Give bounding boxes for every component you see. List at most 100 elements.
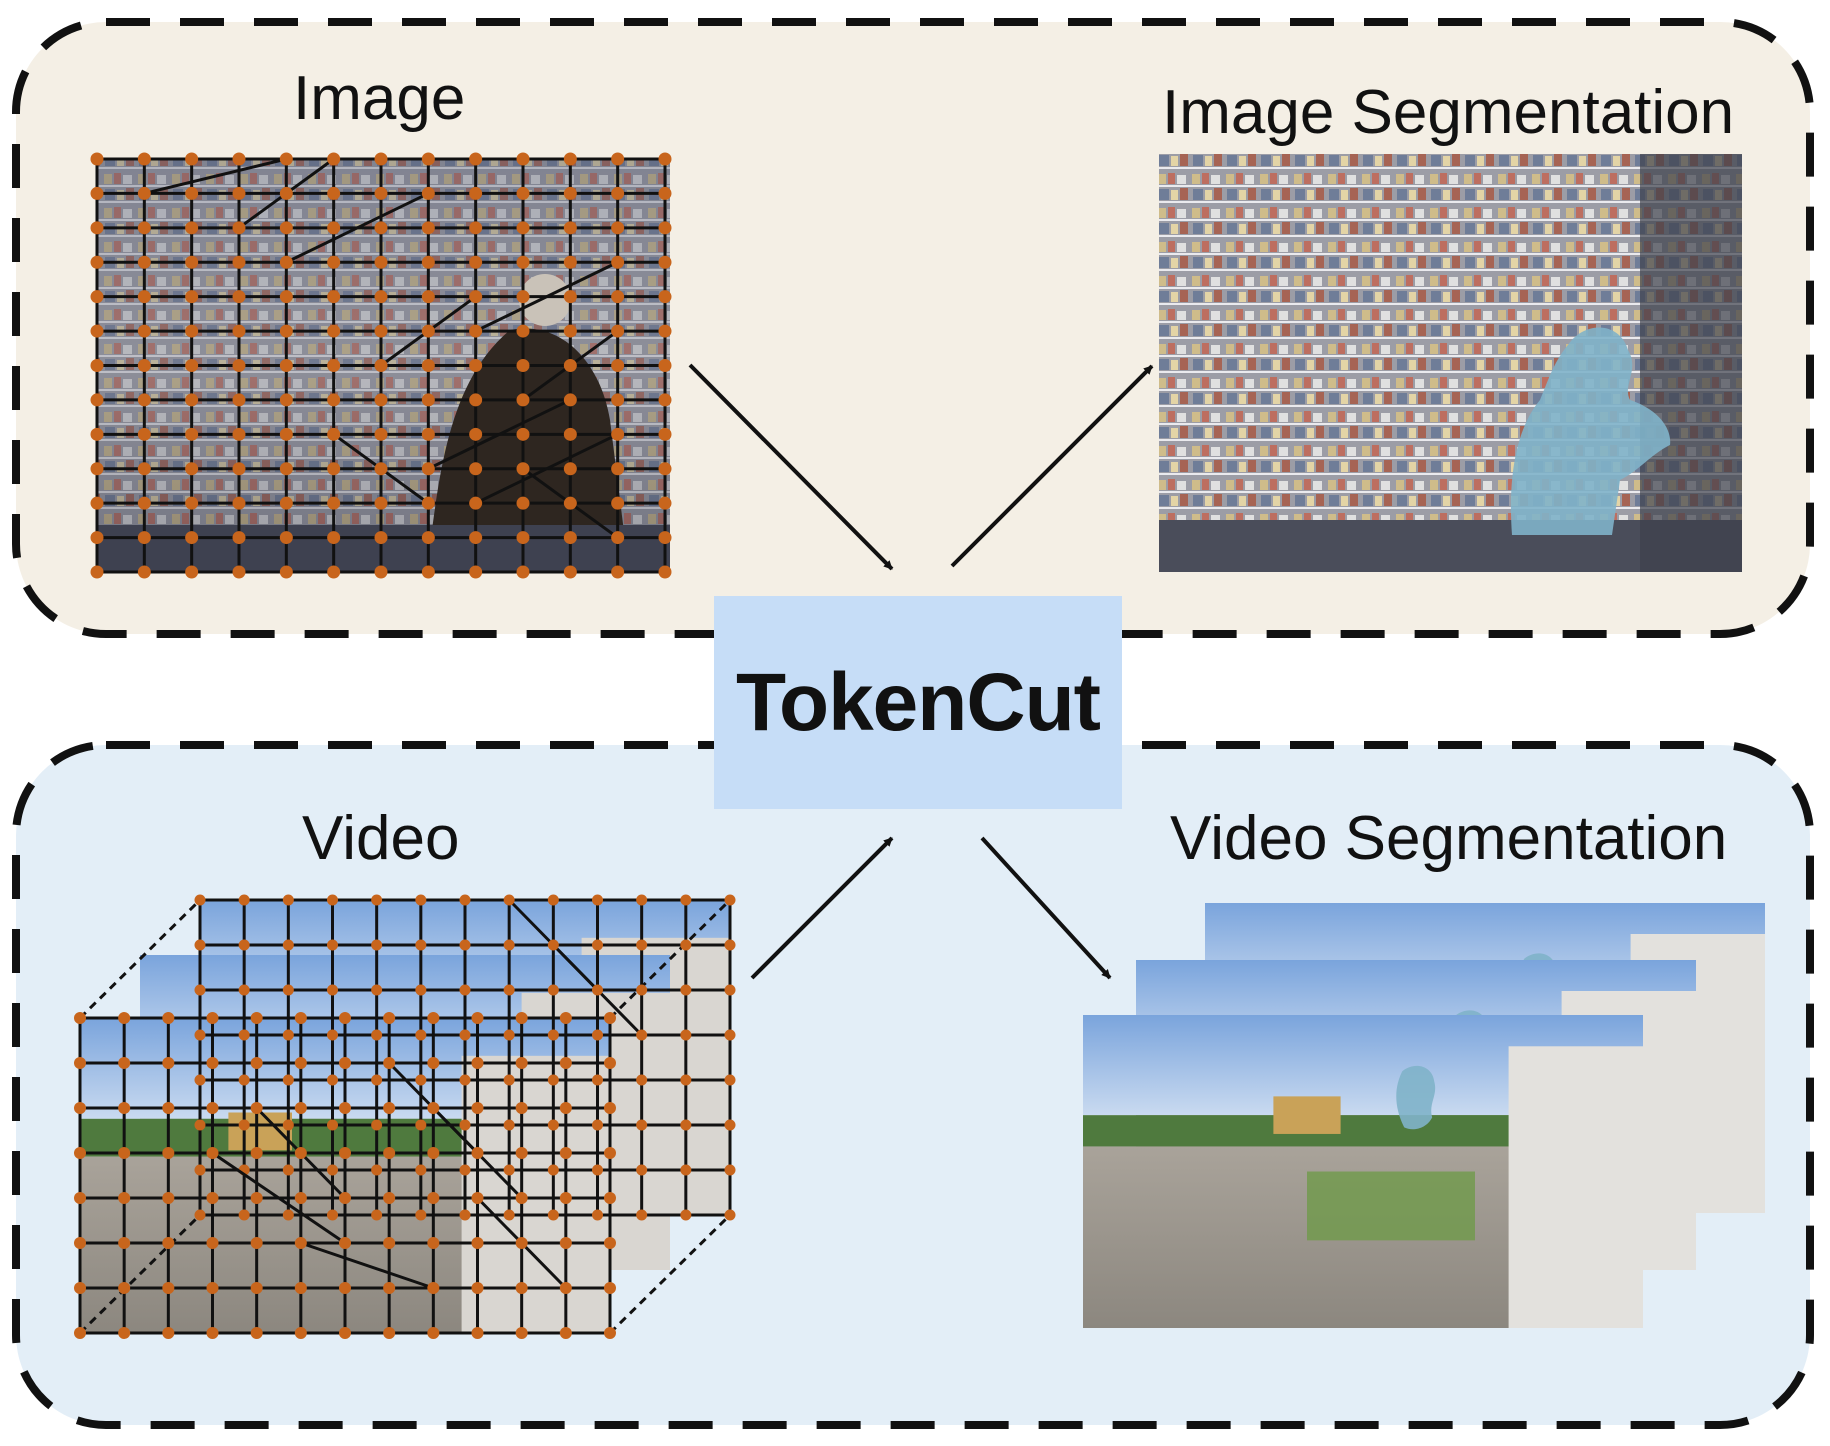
graph-node — [680, 984, 692, 996]
graph-node — [559, 1237, 572, 1249]
graph-node — [427, 1327, 440, 1339]
segmented-video-frame — [1083, 1015, 1643, 1328]
graph-node — [194, 984, 206, 996]
image-label: Image — [293, 64, 466, 133]
graph-node — [238, 1029, 250, 1041]
graph-node — [459, 1119, 471, 1131]
graph-node — [516, 324, 530, 338]
graph-node — [118, 1282, 131, 1294]
graph-node — [74, 1192, 86, 1204]
graph-node — [327, 393, 341, 407]
graph-node — [206, 1237, 219, 1249]
graph-node — [724, 1029, 736, 1041]
graph-node — [282, 984, 294, 996]
graph-node — [459, 1209, 471, 1221]
graph-node — [238, 1074, 250, 1086]
graph-node — [383, 1192, 396, 1204]
graph-node — [636, 894, 648, 906]
graph-node — [374, 359, 388, 372]
graph-node — [162, 1192, 175, 1204]
graph-node — [680, 939, 692, 951]
graph-node — [604, 1057, 616, 1069]
graph-node — [421, 324, 435, 338]
graph-node — [194, 1209, 206, 1221]
graph-node — [137, 152, 151, 166]
graph-node — [459, 1074, 471, 1086]
graph-node — [563, 255, 577, 269]
graph-node — [250, 1012, 263, 1024]
graph-node — [339, 1282, 351, 1294]
graph-node — [383, 1057, 396, 1069]
graph-node — [559, 1282, 572, 1294]
graph-node — [658, 255, 672, 269]
graph-node — [421, 255, 435, 269]
graph-node — [232, 221, 246, 235]
graph-node — [383, 1147, 396, 1159]
graph-node — [194, 894, 206, 906]
graph-node — [611, 290, 625, 304]
graph-node — [294, 1282, 307, 1294]
graph-node — [611, 427, 625, 441]
graph-node — [206, 1192, 219, 1204]
graph-node — [563, 186, 577, 200]
graph-node — [194, 939, 206, 951]
depth-edge — [78, 898, 202, 1020]
graph-node — [282, 1074, 294, 1086]
graph-node — [185, 496, 199, 510]
graph-node — [469, 393, 483, 407]
graph-node — [658, 496, 672, 510]
graph-node — [185, 462, 199, 476]
graph-node — [471, 1282, 484, 1294]
graph-node — [74, 1012, 86, 1024]
graph-node — [279, 152, 293, 166]
graph-node — [327, 939, 338, 951]
graph-node — [604, 1237, 616, 1249]
graph-node — [279, 531, 293, 545]
graph-node — [515, 1282, 528, 1294]
graph-node — [658, 324, 672, 338]
graph-node — [327, 984, 338, 996]
graph-node — [469, 290, 483, 304]
graph-node — [611, 255, 625, 269]
graph-node — [427, 1237, 440, 1249]
graph-node — [74, 1327, 86, 1339]
graph-node — [194, 1164, 206, 1176]
graph-node — [563, 324, 577, 338]
graph-node — [415, 894, 427, 906]
graph-node — [238, 894, 250, 906]
graph-node — [374, 221, 388, 235]
graph-node — [658, 221, 672, 235]
graph-node — [516, 565, 530, 579]
graph-node — [427, 1057, 440, 1069]
graph-node — [592, 984, 603, 996]
graph-node — [421, 359, 435, 372]
graph-node — [90, 496, 104, 510]
graph-node — [137, 462, 151, 476]
arrow-tokencut-to-video-seg — [980, 836, 1112, 980]
graph-node — [515, 1102, 528, 1114]
tokencut-label: TokenCut — [735, 656, 1101, 748]
graph-node — [611, 324, 625, 338]
graph-node — [374, 290, 388, 304]
graph-node — [658, 359, 672, 372]
graph-node — [658, 462, 672, 476]
graph-node — [294, 1147, 307, 1159]
graph-node — [137, 324, 151, 338]
graph-node — [421, 221, 435, 235]
graph-node — [327, 324, 341, 338]
graph-node — [592, 1209, 603, 1221]
graph-node — [469, 221, 483, 235]
graph-node — [680, 1074, 692, 1086]
graph-node — [636, 1074, 648, 1086]
graph-node — [374, 186, 388, 200]
graph-node — [118, 1237, 131, 1249]
graph-node — [563, 427, 577, 441]
graph-node — [516, 496, 530, 510]
graph-node — [162, 1102, 175, 1114]
graph-node — [232, 186, 246, 200]
graph-node — [563, 221, 577, 235]
graph-node — [371, 894, 383, 906]
graph-node — [503, 1209, 515, 1221]
graph-node — [294, 1102, 307, 1114]
graph-node — [137, 393, 151, 407]
